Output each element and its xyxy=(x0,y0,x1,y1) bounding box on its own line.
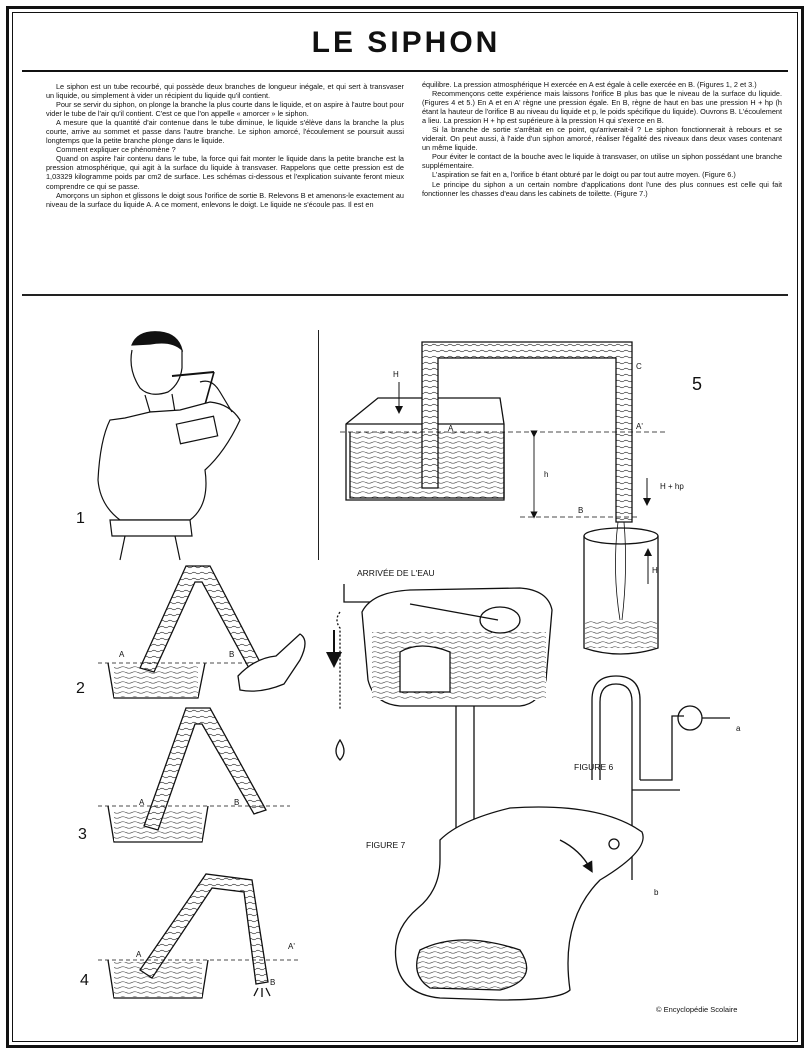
paragraph: équilibre. La pression atmosphérique H e… xyxy=(422,80,757,89)
belt xyxy=(109,519,193,537)
neck xyxy=(144,393,176,413)
text-column-left: Le siphon est un tube recourbé, qui poss… xyxy=(46,82,404,209)
pull-chain xyxy=(336,611,341,710)
outflow xyxy=(253,987,271,997)
siphon-arc-inner xyxy=(599,683,633,780)
face xyxy=(130,349,183,395)
legs xyxy=(119,535,181,561)
flush-arrow xyxy=(559,839,593,873)
figure-6-caption: FIGURE 6 xyxy=(574,762,614,772)
siphon-tube xyxy=(139,873,269,985)
bulb xyxy=(677,705,703,731)
siphon-tube xyxy=(421,341,633,523)
bell xyxy=(399,645,451,693)
label-Aprime-fig5: A' xyxy=(636,422,643,431)
figure-number-2: 2 xyxy=(76,680,85,697)
liquid xyxy=(114,664,198,697)
figure-2-siphon xyxy=(98,565,306,699)
tube-in-mouth xyxy=(171,371,215,377)
inner-frame xyxy=(12,12,798,1042)
siphon-arc-outer xyxy=(591,675,641,780)
paragraph: Le siphon est un tube recourbé, qui poss… xyxy=(46,82,404,101)
siphon-tube xyxy=(139,565,263,673)
label-Aprime-fig4: A' xyxy=(288,942,295,951)
label-B-fig2: B xyxy=(229,650,235,659)
label-B-fig5: B xyxy=(578,506,584,515)
label-B-fig3: B xyxy=(234,798,240,807)
label-A-fig4: A xyxy=(136,950,142,959)
water-stream xyxy=(615,521,626,621)
page-title: LE SIPHON xyxy=(311,26,501,59)
column-divider xyxy=(318,330,319,560)
paragraph: Le principe du siphon a un certain nombr… xyxy=(422,179,782,198)
figure-number-5: 5 xyxy=(692,374,703,394)
rim-outlet xyxy=(608,838,620,850)
bowl-water xyxy=(416,939,528,991)
paragraph: L'aspiration se fait en a, l'orifice b é… xyxy=(432,170,736,180)
label-H-glass: H xyxy=(652,566,658,575)
label-C-fig5: C xyxy=(636,362,642,371)
raised-arm xyxy=(199,380,233,413)
beaker xyxy=(107,959,209,999)
shirt xyxy=(97,401,241,521)
glass-liquid xyxy=(585,620,657,648)
outer-frame xyxy=(6,6,804,1048)
paragraph: Pour se servir du siphon, on plonge la b… xyxy=(46,100,404,119)
inlet-pipe xyxy=(343,584,380,603)
float-ball xyxy=(479,606,521,634)
paragraph: Amorçons un siphon et glissons le doigt … xyxy=(46,190,404,209)
label-H-fig5: H xyxy=(393,370,399,379)
section-rule xyxy=(22,294,788,296)
chain-handle xyxy=(335,738,345,761)
label-b-fig6: b xyxy=(654,888,659,897)
beaker xyxy=(107,805,209,843)
label-A-fig5: A xyxy=(448,424,454,433)
title-rule xyxy=(22,70,788,72)
label-A-fig3: A xyxy=(139,798,145,807)
label-arrivee-eau: ARRIVÉE DE L'EAU xyxy=(357,568,435,578)
siphon-tube xyxy=(143,707,267,831)
label-a-fig6: a xyxy=(736,724,741,733)
paragraph: Quand on aspire l'air contenu dans le tu… xyxy=(46,154,404,191)
paragraph: Recommençons cette expérience mais laiss… xyxy=(422,89,782,126)
flush-pipe xyxy=(455,706,475,840)
float-arm xyxy=(409,603,499,621)
label-A-fig2: A xyxy=(119,650,125,659)
label-Hhp-fig5: H + hp xyxy=(660,482,684,491)
figure-number-1: 1 xyxy=(76,510,85,527)
paper-sheet xyxy=(175,415,219,445)
figure-number-4: 4 xyxy=(80,972,89,989)
hair xyxy=(131,331,184,352)
glass-rim xyxy=(583,527,659,545)
figure-7-caption: FIGURE 7 xyxy=(366,840,406,850)
figure-5-siphon xyxy=(340,341,668,655)
label-h-fig5: h xyxy=(544,470,549,479)
paragraph: A mesure que la quantité d'air contenue … xyxy=(46,118,404,146)
beaker xyxy=(107,662,206,699)
figure-3-siphon xyxy=(98,707,290,843)
label-B-fig4: B xyxy=(270,978,276,987)
side-branch xyxy=(640,715,684,781)
copyright-credit: © Encyclopédie Scolaire xyxy=(656,1005,738,1014)
figure-number-3: 3 xyxy=(78,826,87,843)
figure-7-flush-cistern xyxy=(326,584,644,1001)
figure-4-siphon xyxy=(98,873,300,999)
glass xyxy=(583,536,659,655)
text-column-right: équilibre. La pression atmosphérique H e… xyxy=(422,80,782,198)
paragraph: Comment expliquer ce phénomène ? xyxy=(56,145,176,155)
finger xyxy=(237,633,306,692)
cistern-water xyxy=(372,632,546,700)
paragraph: Si la branche de sortie s'arrêtait en ce… xyxy=(422,125,782,153)
figure-1-man-illustration xyxy=(97,331,241,561)
paragraph: Pour éviter le contact de la bouche avec… xyxy=(422,152,782,171)
